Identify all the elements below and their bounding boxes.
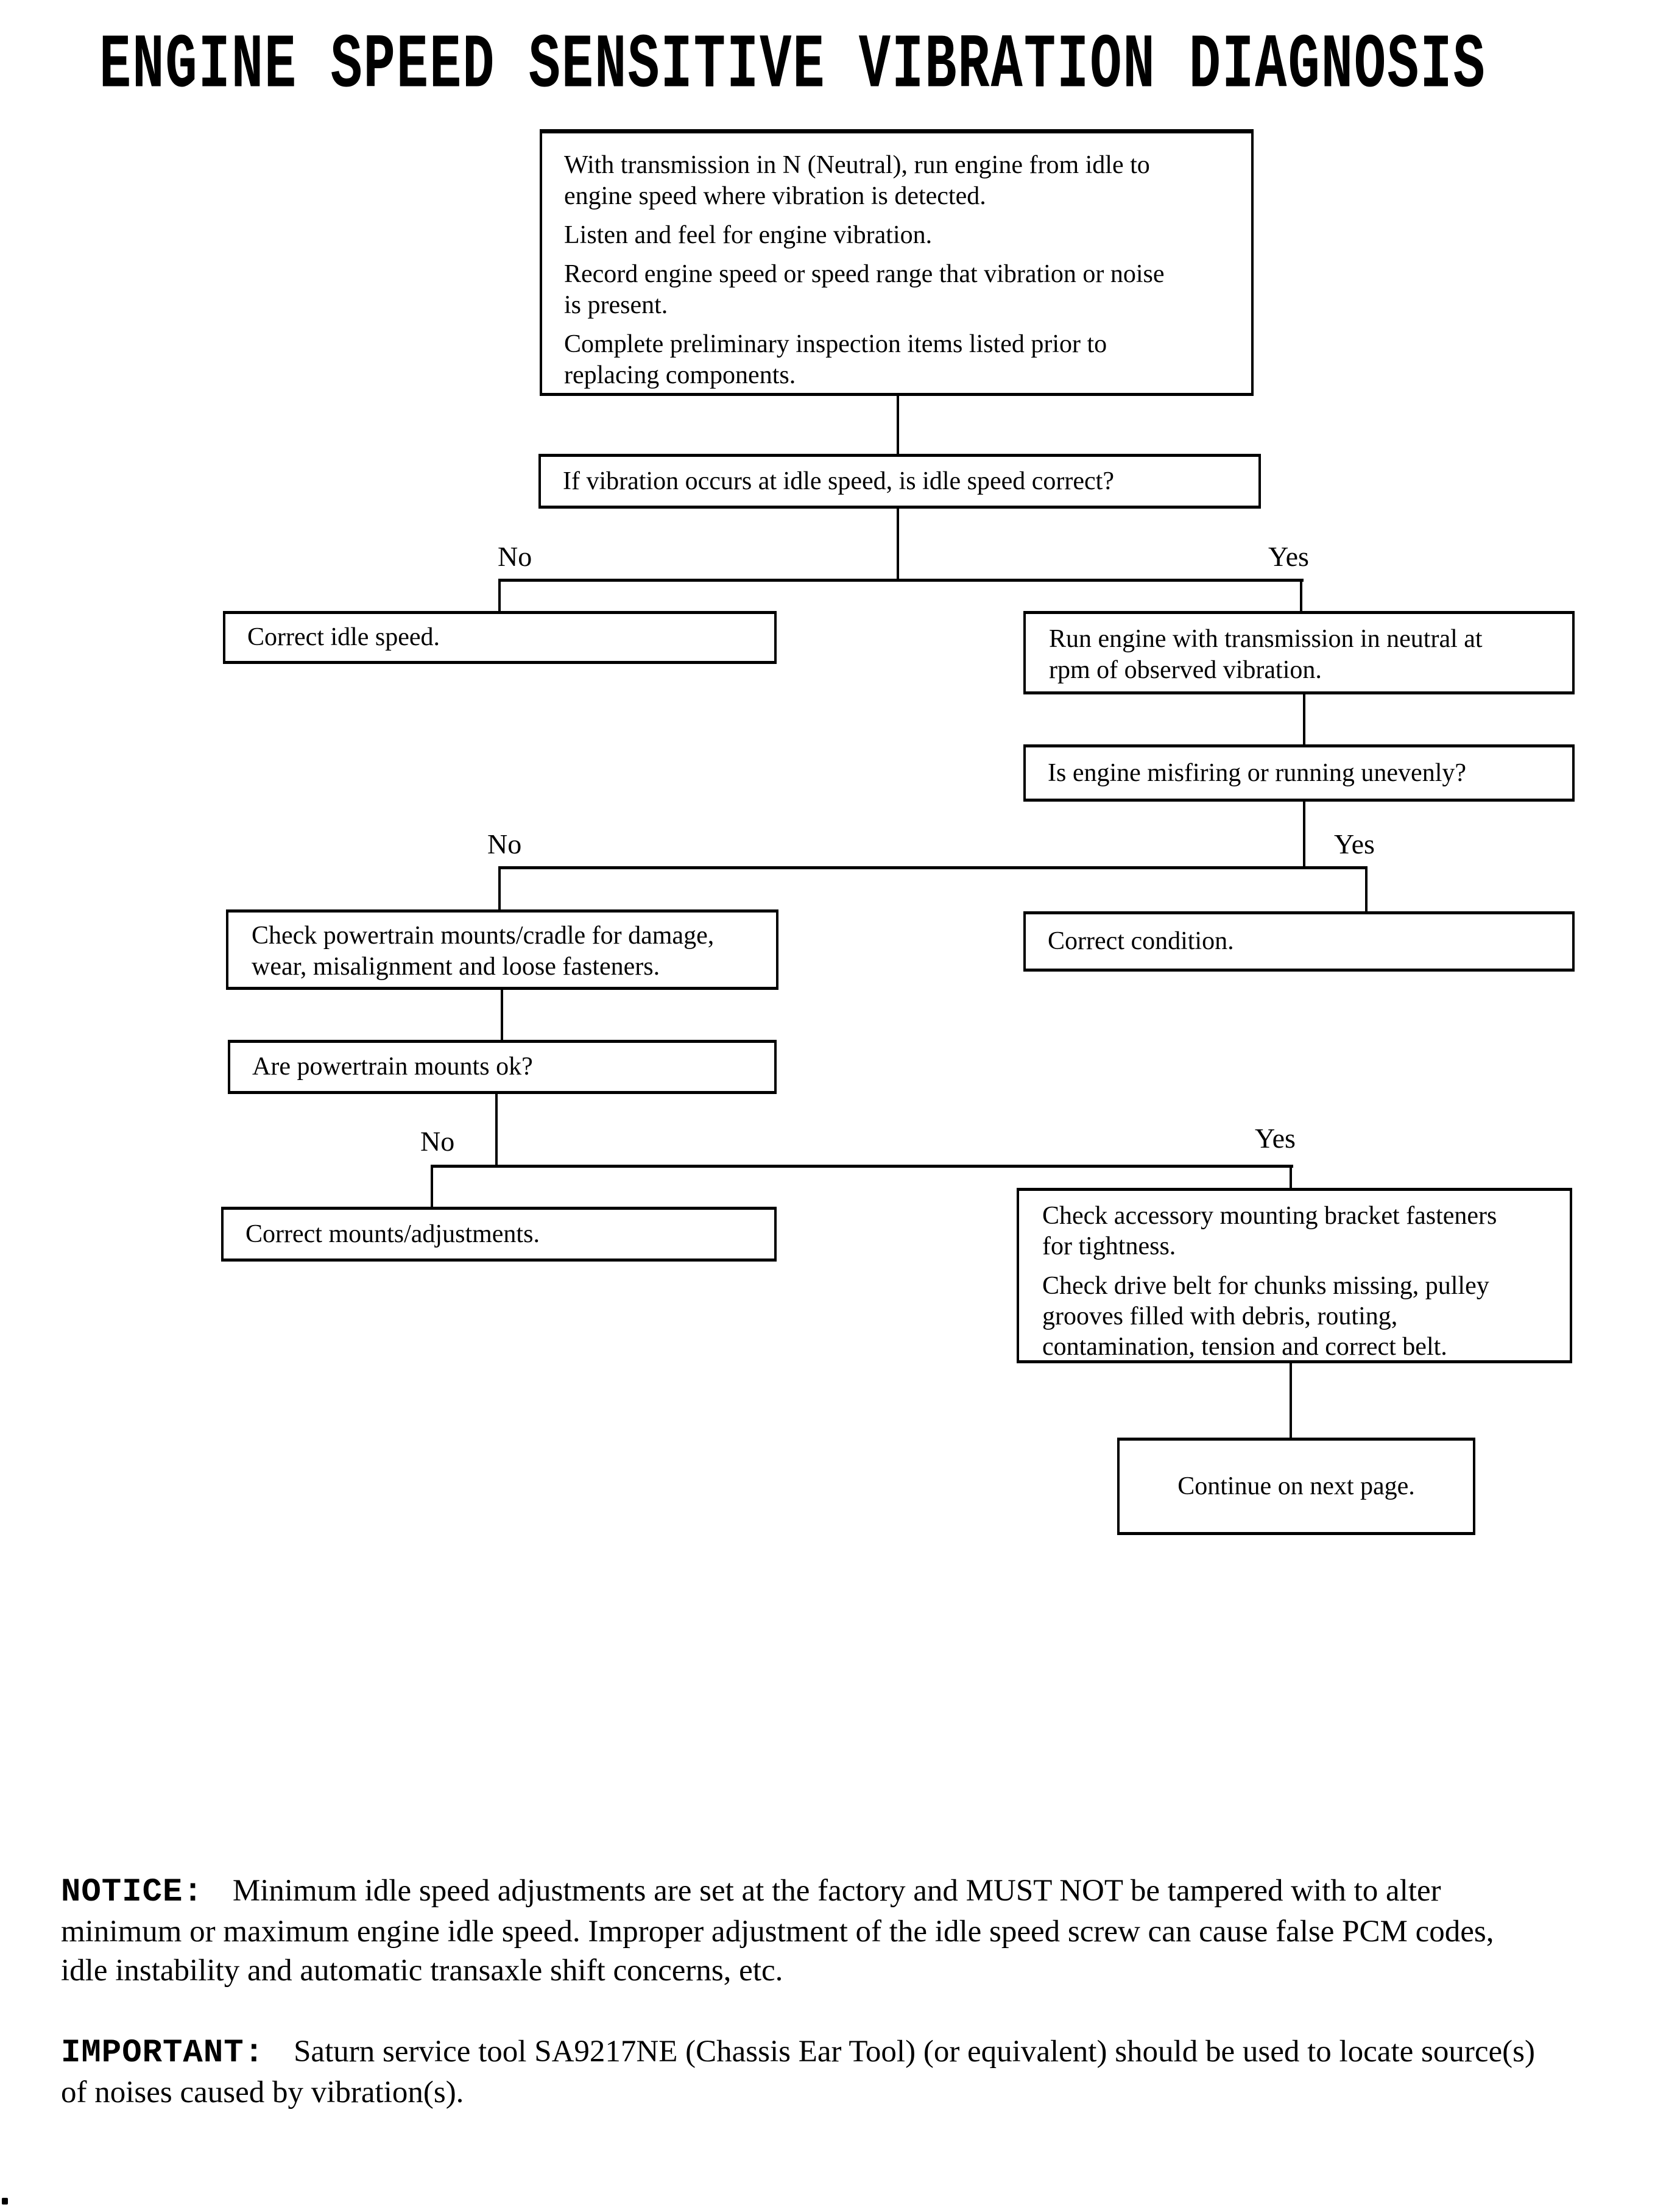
paragraph: Check accessory mounting bracket fastene… (1042, 1201, 1558, 1262)
text-line: Continue on next page. (1177, 1472, 1415, 1500)
connector-branch3-no-drop (431, 1165, 433, 1207)
connector-branch2-yes-drop (1365, 866, 1368, 913)
page-title: ENGINE SPEED SENSITIVE VIBRATION DIAGNOS… (99, 23, 1486, 110)
text-line: for tightness. (1042, 1232, 1176, 1260)
connector-branch1-no-drop (498, 579, 501, 612)
connector-run-engine-to-q2 (1303, 693, 1305, 746)
connector-check-mounts-to-q3 (501, 989, 503, 1041)
connector-start-to-q1 (897, 395, 899, 455)
branch3-yes-label: Yes (1255, 1123, 1296, 1154)
important-line: of noises caused by vibration(s). (61, 2075, 464, 2109)
connector-branch2-horizontal (499, 866, 1368, 869)
text-line: If vibration occurs at idle speed, is id… (563, 467, 1114, 495)
important-paragraph: IMPORTANT: Saturn service tool SA9217NE (… (61, 2032, 1535, 2112)
connector-branch1-horizontal (499, 579, 1304, 582)
connector-accessory-to-continue (1290, 1362, 1292, 1439)
text-line: contamination, tension and correct belt. (1042, 1333, 1447, 1361)
branch1-yes-label: Yes (1268, 541, 1309, 572)
notice-line: idle instability and automatic transaxle… (61, 1954, 783, 1988)
branch3-no-label: No (420, 1126, 455, 1157)
flow-node-correct-condition: Correct condition. (1023, 911, 1575, 972)
text-line: engine speed where vibration is detected… (564, 182, 986, 210)
connector-q1-stem (897, 507, 899, 581)
important-line-text: Saturn service tool SA9217NE (Chassis Ea… (294, 2035, 1535, 2069)
paragraph: With transmission in N (Neutral), run en… (564, 150, 1234, 212)
important-label: IMPORTANT: (61, 2035, 265, 2072)
text-line: Check drive belt for chunks missing, pul… (1042, 1272, 1489, 1300)
text-line: Check powertrain mounts/cradle for damag… (252, 922, 715, 950)
connector-branch2-no-drop (498, 866, 501, 911)
connector-branch3-yes-drop (1290, 1165, 1292, 1189)
notice-line: minimum or maximum engine idle speed. Im… (61, 1915, 1494, 1949)
flow-node-correct-mounts: Correct mounts/adjustments. (221, 1207, 777, 1262)
connector-q3-stem (495, 1093, 498, 1167)
flow-node-question-idle-speed: If vibration occurs at idle speed, is id… (538, 454, 1261, 509)
paragraph: Listen and feel for engine vibration. (564, 220, 1234, 251)
flow-node-continue-next-page: Continue on next page. (1117, 1438, 1475, 1535)
connector-q2-stem (1303, 800, 1305, 867)
notice-paragraph: NOTICE: Minimum idle speed adjustments ar… (61, 1871, 1494, 1990)
text-line: With transmission in N (Neutral), run en… (564, 151, 1150, 179)
text-line: Are powertrain mounts ok? (252, 1053, 533, 1081)
flow-node-question-misfiring: Is engine misfiring or running unevenly? (1023, 744, 1575, 802)
branch2-yes-label: Yes (1334, 828, 1375, 860)
connector-branch1-yes-drop (1300, 579, 1302, 612)
important-line: IMPORTANT: Saturn service tool SA9217NE (… (61, 2032, 1535, 2073)
text-line: replacing components. (564, 361, 796, 389)
notice-line: NOTICE: Minimum idle speed adjustments ar… (61, 1871, 1494, 1912)
paragraph: Complete preliminary inspection items li… (564, 329, 1234, 391)
notice-label: NOTICE: (61, 1874, 203, 1911)
text-line: Record engine speed or speed range that … (564, 260, 1165, 288)
flow-node-run-engine: Run engine with transmission in neutral … (1023, 611, 1575, 694)
text-line: Complete preliminary inspection items li… (564, 330, 1107, 358)
text-line: rpm of observed vibration. (1049, 656, 1322, 684)
flow-node-check-powertrain-mounts: Check powertrain mounts/cradle for damag… (226, 909, 778, 990)
text-line: Correct idle speed. (247, 623, 440, 651)
notice-line-text: Minimum idle speed adjustments are set a… (232, 1874, 1441, 1908)
paragraph: Record engine speed or speed range that … (564, 259, 1234, 321)
flow-node-correct-idle-speed: Correct idle speed. (223, 611, 777, 664)
text-line: grooves filled with debris, routing, (1042, 1302, 1398, 1330)
text-line: is present. (564, 291, 668, 319)
text-line: Is engine misfiring or running unevenly? (1048, 758, 1467, 787)
text-line: Correct condition. (1048, 927, 1234, 955)
text-line: Check accessory mounting bracket fastene… (1042, 1202, 1497, 1230)
paragraph: Check drive belt for chunks missing, pul… (1042, 1271, 1558, 1362)
branch1-no-label: No (498, 541, 532, 572)
text-line: Listen and feel for engine vibration. (564, 221, 933, 249)
scan-artifact-dot (2, 2198, 8, 2205)
text-line: Run engine with transmission in neutral … (1049, 625, 1483, 653)
text-line: Correct mounts/adjustments. (245, 1220, 540, 1248)
branch2-no-label: No (487, 828, 522, 860)
flow-node-start: With transmission in N (Neutral), run en… (540, 129, 1254, 396)
flow-node-check-accessory: Check accessory mounting bracket fastene… (1017, 1188, 1572, 1363)
text-line: wear, misalignment and loose fasteners. (252, 953, 660, 981)
flow-node-question-mounts-ok: Are powertrain mounts ok? (228, 1040, 777, 1094)
connector-branch3-horizontal (432, 1165, 1293, 1168)
